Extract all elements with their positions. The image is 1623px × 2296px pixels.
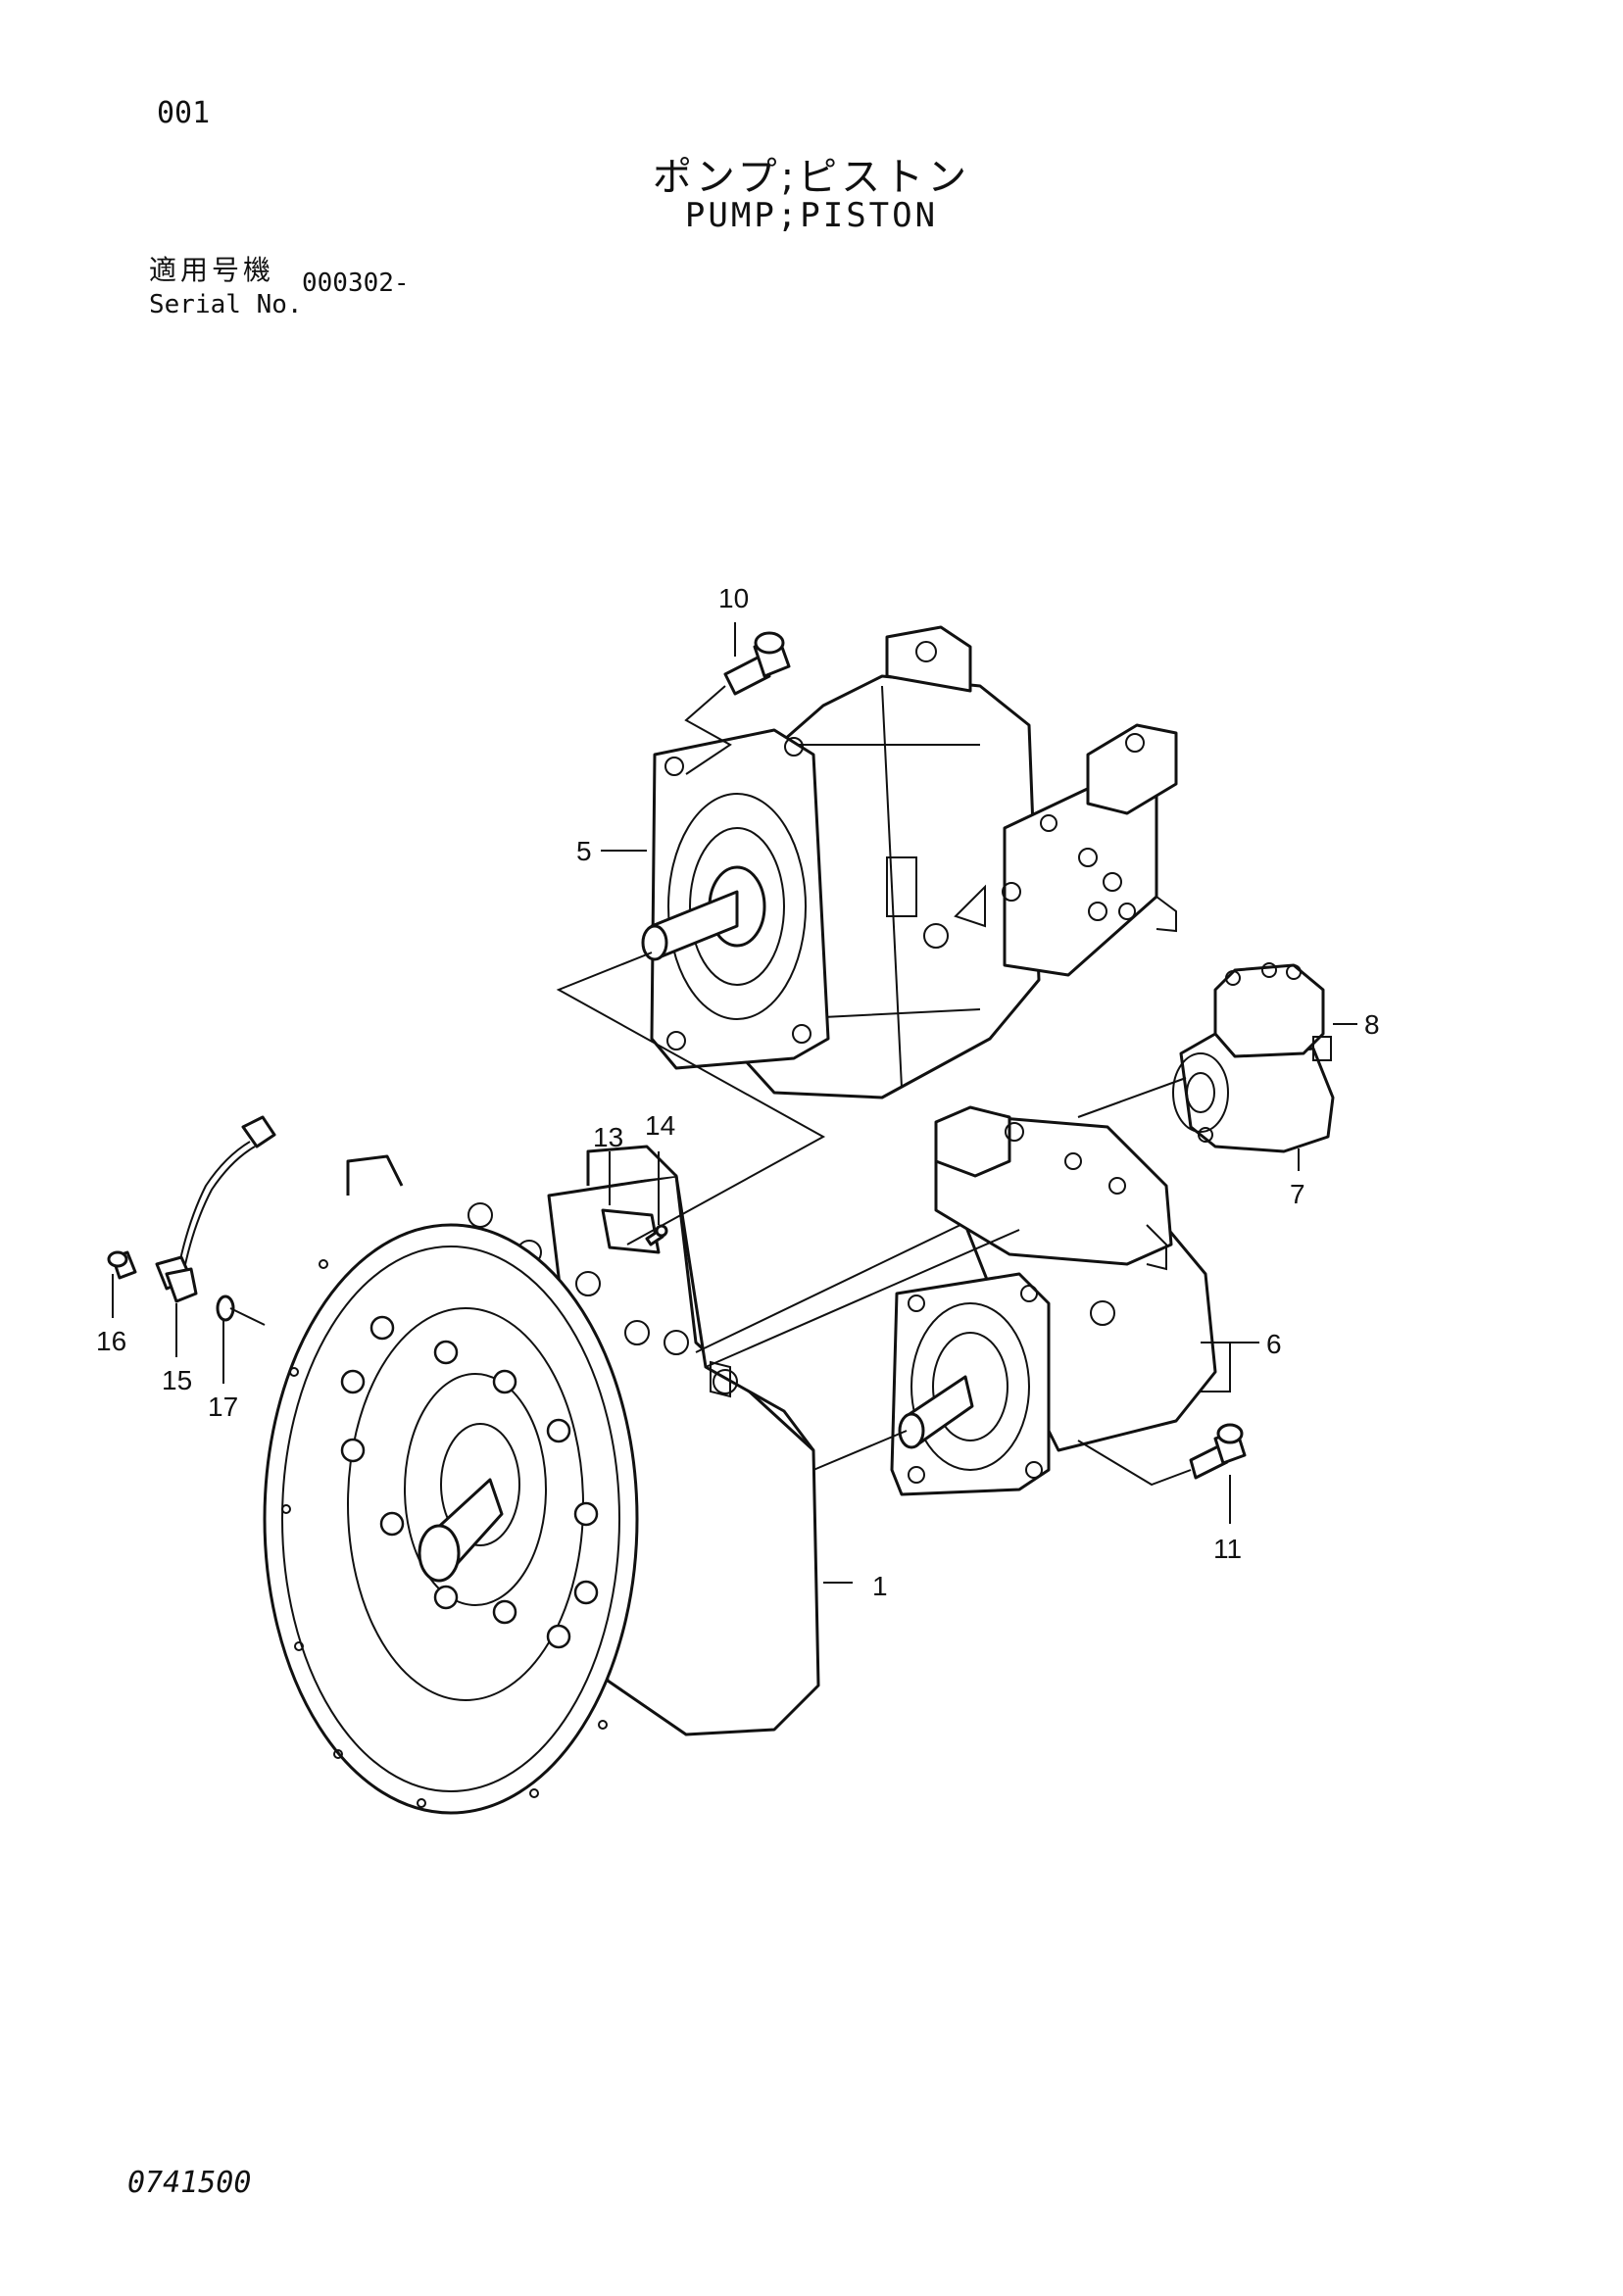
part-16-plug[interactable] [107, 1250, 137, 1280]
callout-7: 7 [1290, 1179, 1305, 1209]
part-6-side-pump[interactable] [890, 1105, 1231, 1496]
page-number: 001 [157, 96, 211, 130]
callout-8: 8 [1364, 1009, 1380, 1040]
assembly-lines [229, 685, 1192, 1487]
callout-11: 11 [1213, 1534, 1242, 1564]
part-8-valve-block[interactable] [1213, 962, 1332, 1061]
drawing-number: 0741500 [127, 2166, 252, 2200]
callout-14: 14 [645, 1110, 675, 1141]
leader-lines [112, 622, 1357, 1584]
part-17-o-ring[interactable] [216, 1295, 235, 1322]
part-13-plate[interactable] [601, 1208, 661, 1254]
serial-number-value: 000302- [302, 269, 410, 298]
callout-16: 16 [96, 1326, 126, 1356]
page-title-english: PUMP;PISTON [684, 196, 939, 235]
page-title-japanese: ポンプ;ピストン [652, 155, 971, 200]
callout-13: 13 [593, 1122, 623, 1152]
callout-1: 1 [872, 1571, 888, 1601]
callout-5: 5 [576, 836, 592, 866]
part-10-bolt[interactable] [723, 631, 791, 696]
callout-17: 17 [208, 1392, 238, 1422]
serial-label-english: Serial No. [149, 290, 303, 319]
callout-10: 10 [718, 583, 749, 613]
part-1-main-pump-housing[interactable] [263, 1145, 820, 1815]
callout-6: 6 [1266, 1329, 1282, 1359]
part-11-bolt[interactable] [1189, 1423, 1247, 1480]
part-15-sensor[interactable] [155, 1115, 276, 1303]
serial-label-japanese: 適用号機 [149, 254, 275, 286]
part-14-screw[interactable] [645, 1224, 668, 1246]
part-5-upper-pump[interactable] [641, 625, 1178, 1099]
callout-15: 15 [162, 1365, 192, 1395]
